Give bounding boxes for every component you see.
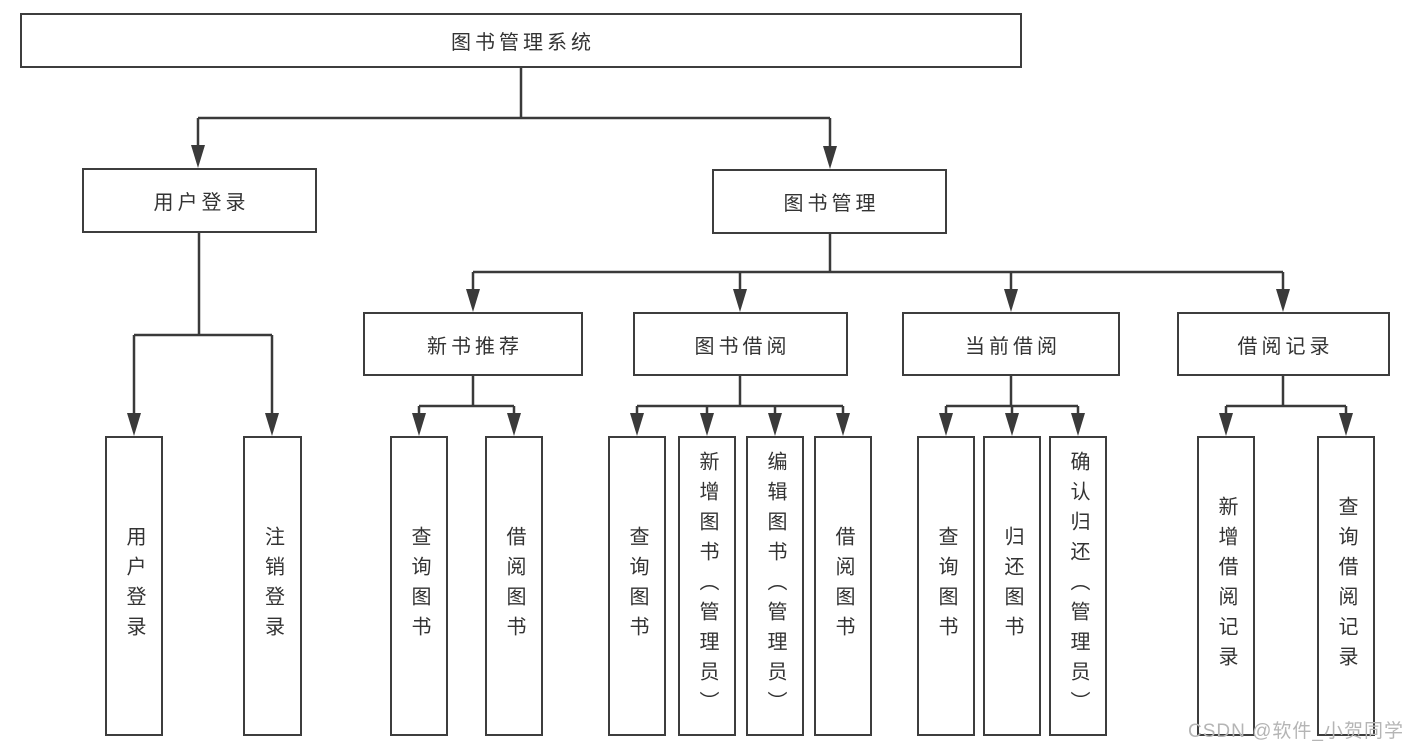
leaf-borrow-query-books: 查询图书 (608, 436, 666, 736)
leaf-current-query-books: 查询图书 (917, 436, 975, 736)
leaf-newbook-borrow-books: 借阅图书 (485, 436, 543, 736)
leaf-borrow-borrow-books: 借阅图书 (814, 436, 872, 736)
csdn-watermark: CSDN @软件_小贺同学 (1188, 721, 1404, 742)
node-book-borrow: 图书借阅 (633, 312, 848, 376)
leaf-borrow-add-books-admin: 新增图书（管理员） (678, 436, 736, 736)
node-user-login: 用户登录 (82, 168, 317, 233)
node-borrow-records: 借阅记录 (1177, 312, 1390, 376)
leaf-current-return-books: 归还图书 (983, 436, 1041, 736)
leaf-current-confirm-return-admin: 确认归还（管理员） (1049, 436, 1107, 736)
leaf-records-add-record: 新增借阅记录 (1197, 436, 1255, 736)
leaf-user-login: 用户登录 (105, 436, 163, 736)
leaf-borrow-edit-books-admin: 编辑图书（管理员） (746, 436, 804, 736)
leaf-records-query-record: 查询借阅记录 (1317, 436, 1375, 736)
leaf-newbook-query-books: 查询图书 (390, 436, 448, 736)
leaf-logout: 注销登录 (243, 436, 302, 736)
node-new-book-recommend: 新书推荐 (363, 312, 583, 376)
node-root: 图书管理系统 (20, 13, 1022, 68)
arrowheads (127, 145, 1353, 436)
node-current-borrow: 当前借阅 (902, 312, 1120, 376)
node-book-management: 图书管理 (712, 169, 947, 234)
